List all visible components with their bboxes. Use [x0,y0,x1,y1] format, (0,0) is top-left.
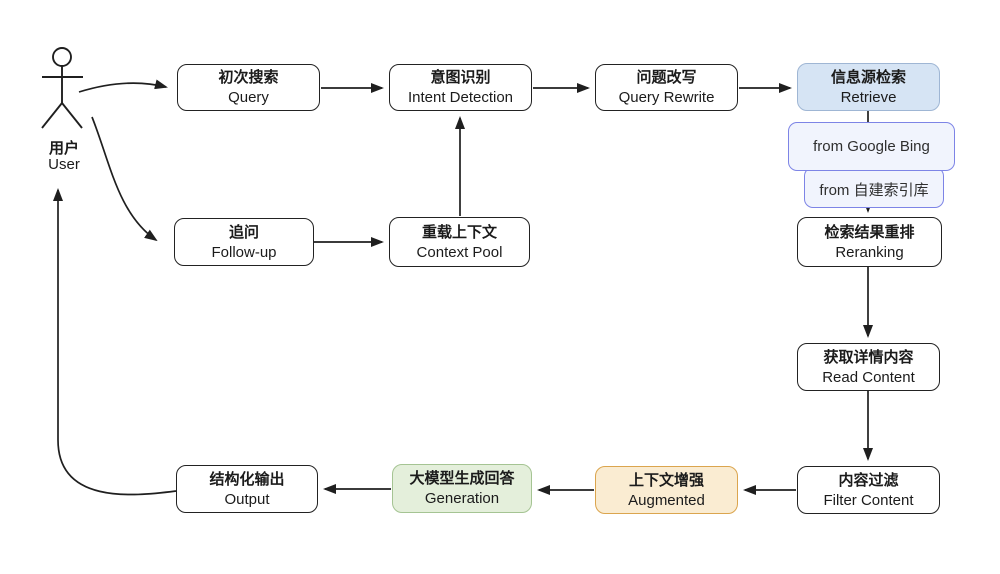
node-query: 初次搜索 Query [177,64,320,111]
node-reranking-label-zh: 检索结果重排 [824,223,915,241]
node-augmented: 上下文增强 Augmented [595,466,738,514]
node-filter-label-zh: 内容过滤 [838,471,899,489]
node-generation: 大模型生成回答 Generation [392,464,532,513]
node-followup-label-en: Follow-up [211,243,277,261]
node-retrieve-label-zh: 信息源检索 [830,68,906,86]
node-source-custom-index: from 自建索引库 [804,167,944,208]
node-augmented-label-zh: 上下文增强 [628,471,704,489]
node-contextpool-label-en: Context Pool [416,243,503,261]
node-rewrite-label-zh: 问题改写 [636,69,697,86]
node-read-content: 获取详情内容 Read Content [797,343,940,391]
node-retrieve: 信息源检索 Retrieve [797,63,940,111]
node-followup-label-zh: 追问 [228,223,259,241]
user-actor-icon [41,47,83,129]
node-reranking: 检索结果重排 Reranking [797,217,942,267]
node-filter-content: 内容过滤 Filter Content [797,466,940,514]
node-intent-label-en: Intent Detection [407,89,514,106]
node-source-google-bing: from Google Bing [788,122,955,171]
node-filter-label-en: Filter Content [823,491,914,509]
node-query-label-en: Query [228,89,269,106]
user-actor-label-zh: 用户 [48,140,79,157]
source-custom-label: from 自建索引库 [819,182,929,199]
node-intent-label-zh: 意图识别 [430,69,491,86]
node-reranking-label-en: Reranking [835,243,904,261]
node-query-label-zh: 初次搜索 [218,69,279,86]
node-generation-label-en: Generation [424,490,500,507]
arrow-output-to-user [53,188,177,496]
arrow-user-to-query [78,79,168,93]
node-contextpool-label-zh: 重载上下文 [421,223,497,241]
node-output: 结构化输出 Output [176,465,318,513]
node-output-label-en: Output [224,490,270,508]
node-query-rewrite: 问题改写 Query Rewrite [595,64,738,111]
node-generation-label-zh: 大模型生成回答 [409,470,515,487]
node-context-pool: 重载上下文 Context Pool [389,217,530,267]
node-augmented-label-en: Augmented [628,491,705,509]
arrow-user-to-followup [91,116,158,242]
node-follow-up: 追问 Follow-up [174,218,314,266]
node-intent-detection: 意图识别 Intent Detection [389,64,532,111]
node-read-label-zh: 获取详情内容 [823,348,914,366]
node-read-label-en: Read Content [822,368,915,386]
node-retrieve-label-en: Retrieve [840,88,897,106]
user-actor-label-en: User [48,156,80,173]
node-rewrite-label-en: Query Rewrite [618,89,715,106]
source-google-label: from Google Bing [813,138,930,155]
node-output-label-zh: 结构化输出 [209,470,285,488]
